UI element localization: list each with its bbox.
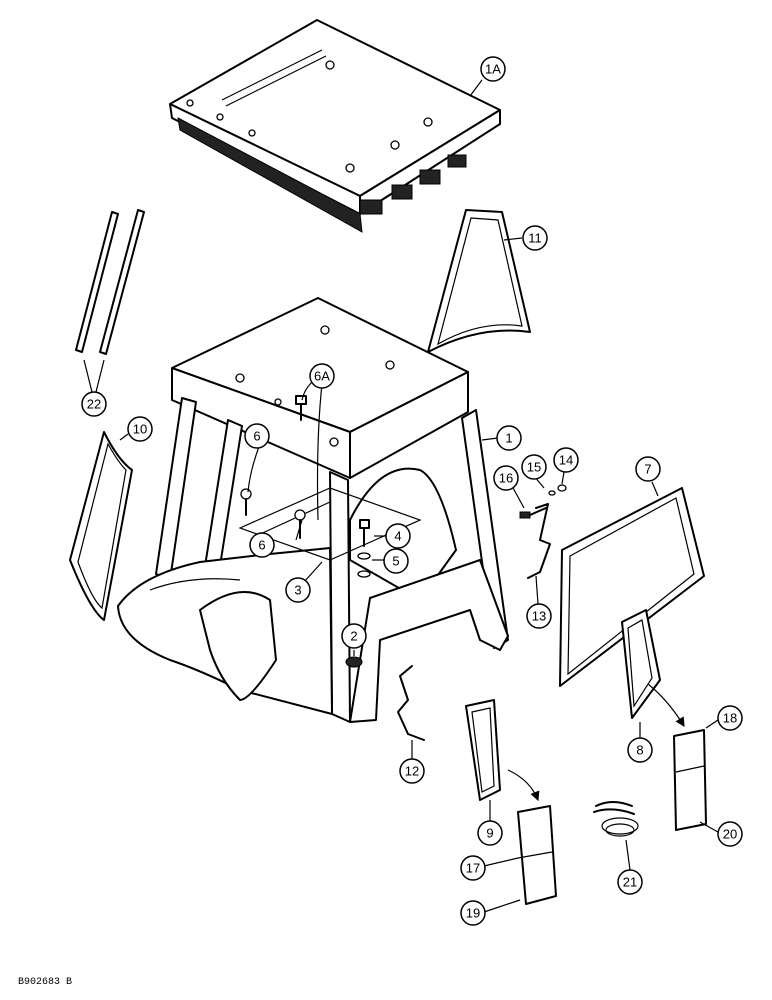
windshield (559, 487, 705, 687)
callout-18: 18 (717, 705, 743, 731)
callout-16: 16 (493, 465, 519, 491)
svg-text:22: 22 (87, 397, 101, 412)
svg-text:1A: 1A (485, 62, 501, 77)
seal-coil (593, 801, 639, 837)
svg-text:11: 11 (528, 231, 542, 246)
callout-13: 13 (526, 603, 552, 629)
svg-text:1: 1 (505, 431, 512, 446)
callout-4: 4 (385, 523, 411, 549)
callout-5: 5 (383, 548, 409, 574)
callout-21: 21 (617, 869, 643, 895)
callout-15: 15 (521, 454, 547, 480)
callout-7: 7 (635, 456, 661, 482)
callout-8: 8 (627, 737, 653, 763)
handle-13 (527, 503, 551, 579)
svg-text:12: 12 (405, 764, 419, 779)
svg-text:19: 19 (466, 906, 480, 921)
callout-22: 22 (81, 391, 107, 417)
svg-text:13: 13 (532, 609, 546, 624)
svg-text:8: 8 (636, 743, 643, 758)
door-glass-left (465, 699, 557, 905)
side-window-left (69, 431, 133, 621)
bolt-4 (359, 519, 370, 547)
svg-text:9: 9 (486, 826, 493, 841)
callout-11: 11 (522, 225, 548, 251)
lower-front-glass (621, 609, 661, 719)
callout-2: 2 (341, 623, 367, 649)
svg-text:3: 3 (294, 583, 301, 598)
callout-6-lower: 6 (249, 532, 275, 558)
figure-reference: B902683 B (18, 977, 72, 988)
cab-frame (117, 297, 509, 723)
callout-17: 17 (460, 855, 486, 881)
svg-text:14: 14 (559, 453, 573, 468)
bolt-6-upper (240, 488, 252, 516)
svg-text:4: 4 (394, 529, 401, 544)
svg-text:6A: 6A (314, 369, 330, 384)
roof-panel (169, 19, 501, 233)
callout-9: 9 (477, 820, 503, 846)
glass-strips (75, 209, 145, 355)
svg-text:6: 6 (258, 538, 265, 553)
svg-text:6: 6 (253, 429, 260, 444)
svg-text:21: 21 (623, 875, 637, 890)
callout-10: 10 (127, 416, 153, 442)
washer-2 (345, 656, 363, 668)
svg-text:20: 20 (723, 827, 737, 842)
callout-20: 20 (717, 821, 743, 847)
svg-text:2: 2 (350, 629, 357, 644)
callout-14: 14 (553, 447, 579, 473)
bolt-6-lower (294, 509, 306, 539)
callout-19: 19 (460, 900, 486, 926)
door-glass-right (673, 729, 707, 831)
svg-text:5: 5 (392, 554, 399, 569)
washer-5 (357, 552, 371, 578)
callout-1: 1 (496, 425, 522, 451)
svg-text:16: 16 (499, 471, 513, 486)
callout-3: 3 (285, 577, 311, 603)
hardware-14-15-16 (519, 484, 567, 519)
bolt-6a (295, 395, 307, 421)
svg-text:7: 7 (644, 462, 651, 477)
callout-6a: 6A (309, 363, 335, 389)
svg-text:18: 18 (723, 711, 737, 726)
svg-text:15: 15 (527, 460, 541, 475)
svg-text:10: 10 (133, 422, 147, 437)
callout-1a: 1A (480, 56, 506, 82)
callout-12: 12 (399, 758, 425, 784)
rear-window (427, 209, 531, 353)
svg-text:17: 17 (466, 861, 480, 876)
callout-6-upper: 6 (244, 423, 270, 449)
handle-12 (397, 665, 425, 741)
